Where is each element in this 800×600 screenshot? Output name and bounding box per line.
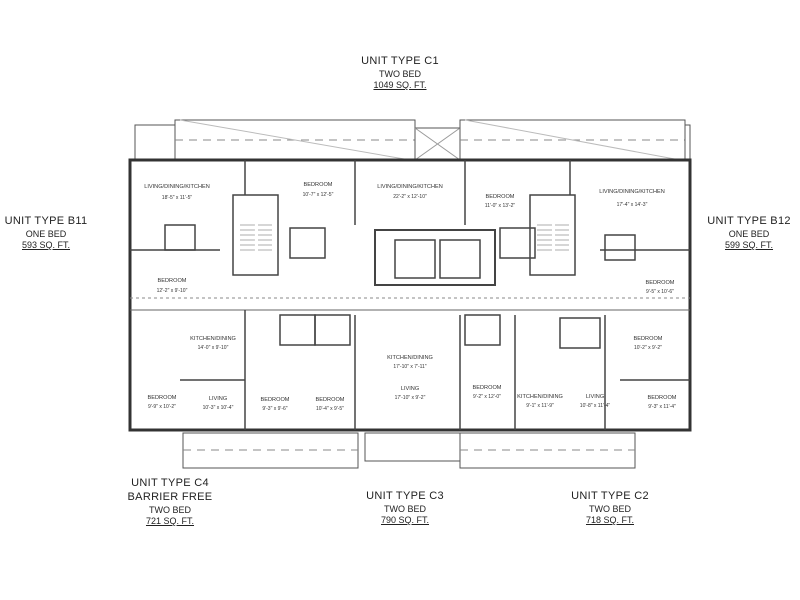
room-label: BEDROOM xyxy=(486,194,515,200)
room-label: KITCHEN/DINING xyxy=(387,355,433,361)
room-dimension: 12'-2" x 9'-10" xyxy=(157,288,188,294)
unit-area: 721 SQ. FT. xyxy=(145,515,195,526)
room-dimension: 17'-10" x 9'-2" xyxy=(395,395,426,401)
unit-area: 718 SQ. FT. xyxy=(585,515,635,525)
room-label: LIVING/DINING/KITCHEN xyxy=(377,184,443,190)
room-label: BEDROOM xyxy=(261,397,290,403)
stair-treads xyxy=(240,224,569,251)
room-dimension: 9'-1" x 11'-9" xyxy=(526,403,554,409)
interior-walls xyxy=(130,160,690,430)
room-label: LIVING/DINING/KITCHEN xyxy=(144,184,210,190)
unit-label-c4: UNIT TYPE C4 BARRIER FREE TWO BED 721 SQ… xyxy=(120,477,220,527)
room-dimension: 18'-5" x 11'-5" xyxy=(162,195,193,201)
unit-bed: ONE BED xyxy=(25,228,67,239)
room-label: BEDROOM xyxy=(634,336,663,342)
unit-bed: TWO BED xyxy=(384,503,426,514)
room-dimension: 14'-0" x 9'-10" xyxy=(198,345,229,351)
room-label: KITCHEN/DINING xyxy=(517,394,563,400)
room-dimension: 10'-2" x 9'-2" xyxy=(634,345,662,351)
room-label: KITCHEN/DINING xyxy=(190,336,236,342)
room-dimension: 9'-2" x 12'-0" xyxy=(473,394,501,400)
room-dimension: 11'-0" x 13'-2" xyxy=(485,203,516,209)
room-dimension: 10'-4" x 9'-5" xyxy=(316,406,344,412)
room-label: BEDROOM xyxy=(316,397,345,403)
unit-name: UNIT TYPE B12 xyxy=(707,215,791,227)
room-label: LIVING xyxy=(209,396,227,402)
unit-area: 593 SQ. FT. xyxy=(21,240,71,250)
unit-bed: TWO BED xyxy=(379,68,421,79)
room-label: BEDROOM xyxy=(646,280,675,286)
room-dimension: 17'-4" x 14'-3" xyxy=(617,202,648,208)
room-dimension: 22'-2" x 12'-10" xyxy=(393,194,427,200)
room-dimension: 9'-5" x 10'-6" xyxy=(646,289,674,295)
room-label: BEDROOM xyxy=(304,182,333,188)
unit-label-c1: UNIT TYPE C1 TWO BED 1049 SQ. FT. xyxy=(340,55,460,91)
room-label: LIVING/DINING/KITCHEN xyxy=(599,189,665,195)
room-dimension: 10'-3" x 10'-4" xyxy=(203,405,234,411)
unit-label-b12: UNIT TYPE B12 ONE BED 599 SQ. FT. xyxy=(702,215,796,251)
room-labels: LIVING/DINING/KITCHEN 18'-5" x 11'-5" BE… xyxy=(144,182,677,412)
room-dimension: 9'-9" x 10'-2" xyxy=(148,404,176,410)
room-dimension: 17'-10" x 7'-11" xyxy=(393,364,426,370)
room-label: LIVING xyxy=(586,394,604,400)
room-label: BEDROOM xyxy=(158,278,187,284)
unit-area: 1049 SQ. FT. xyxy=(373,80,427,90)
balconies-bottom xyxy=(182,432,636,469)
room-dimension: 10'-8" x 11'-4" xyxy=(580,403,611,409)
unit-name: UNIT TYPE C1 xyxy=(361,55,439,67)
unit-bed: TWO BED xyxy=(149,504,191,515)
unit-bed: TWO BED xyxy=(589,503,631,514)
room-dimension: 9'-3" x 11'-4" xyxy=(648,404,676,410)
room-label: BEDROOM xyxy=(648,395,677,401)
room-dimension: 10'-7" x 12'-5" xyxy=(303,192,334,198)
unit-name: UNIT TYPE C3 xyxy=(366,490,444,502)
unit-label-c2: UNIT TYPE C2 TWO BED 718 SQ. FT. xyxy=(555,490,665,526)
unit-area: 599 SQ. FT. xyxy=(724,240,774,250)
unit-name: UNIT TYPE B11 xyxy=(4,215,88,227)
unit-label-b11: UNIT TYPE B11 ONE BED 593 SQ. FT. xyxy=(0,215,92,251)
unit-label-c3: UNIT TYPE C3 TWO BED 790 SQ. FT. xyxy=(350,490,460,526)
balconies-top xyxy=(134,119,691,161)
room-dimension: 9'-3" x 9'-6" xyxy=(262,406,287,412)
exterior-walls xyxy=(128,158,692,432)
unit-area: 790 SQ. FT. xyxy=(380,515,430,525)
room-label: BEDROOM xyxy=(473,385,502,391)
unit-name: UNIT TYPE C4 xyxy=(131,477,209,489)
unit-bed: ONE BED xyxy=(728,228,770,239)
room-label: LIVING xyxy=(401,386,419,392)
unit-accessibility: BARRIER FREE xyxy=(127,490,213,503)
unit-name: UNIT TYPE C2 xyxy=(571,490,649,502)
room-label: BEDROOM xyxy=(148,395,177,401)
